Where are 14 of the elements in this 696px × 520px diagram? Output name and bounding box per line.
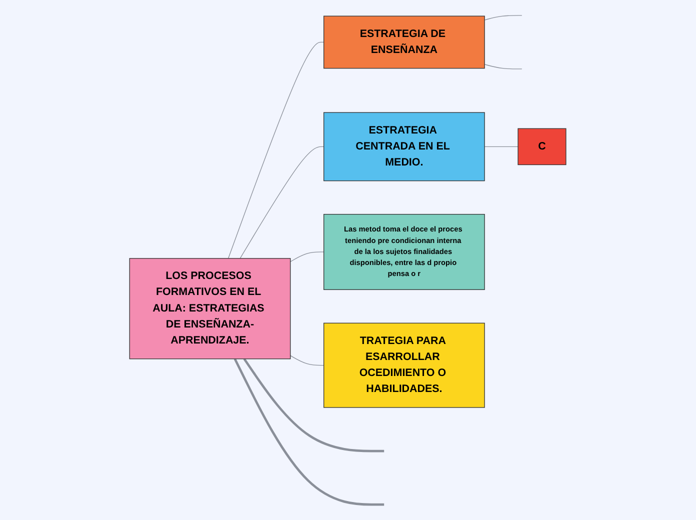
node-box: LOS PROCESOS FORMATIVOS EN EL AULA: ESTRATEGIAS DE ENSEÑANZA-APRENDIZAJE. bbox=[130, 258, 291, 360]
connector bbox=[484, 15, 522, 20]
node-box: C bbox=[518, 128, 566, 166]
connector bbox=[290, 355, 324, 366]
node-box: TRATEGIA PARA ESARROLLAR OCEDIMIENTO O HABILIDADES. bbox=[324, 322, 486, 408]
connector bbox=[243, 358, 384, 452]
connector bbox=[240, 146, 324, 259]
node-box: ESTRATEGIA DE ENSEÑANZA bbox=[324, 16, 486, 69]
connector bbox=[228, 42, 324, 259]
connector bbox=[484, 64, 522, 70]
node-box: ESTRATEGIA CENTRADA EN EL MEDIO. bbox=[324, 112, 486, 182]
connector bbox=[484, 146, 519, 147]
connector bbox=[290, 252, 324, 262]
connector bbox=[234, 358, 384, 506]
